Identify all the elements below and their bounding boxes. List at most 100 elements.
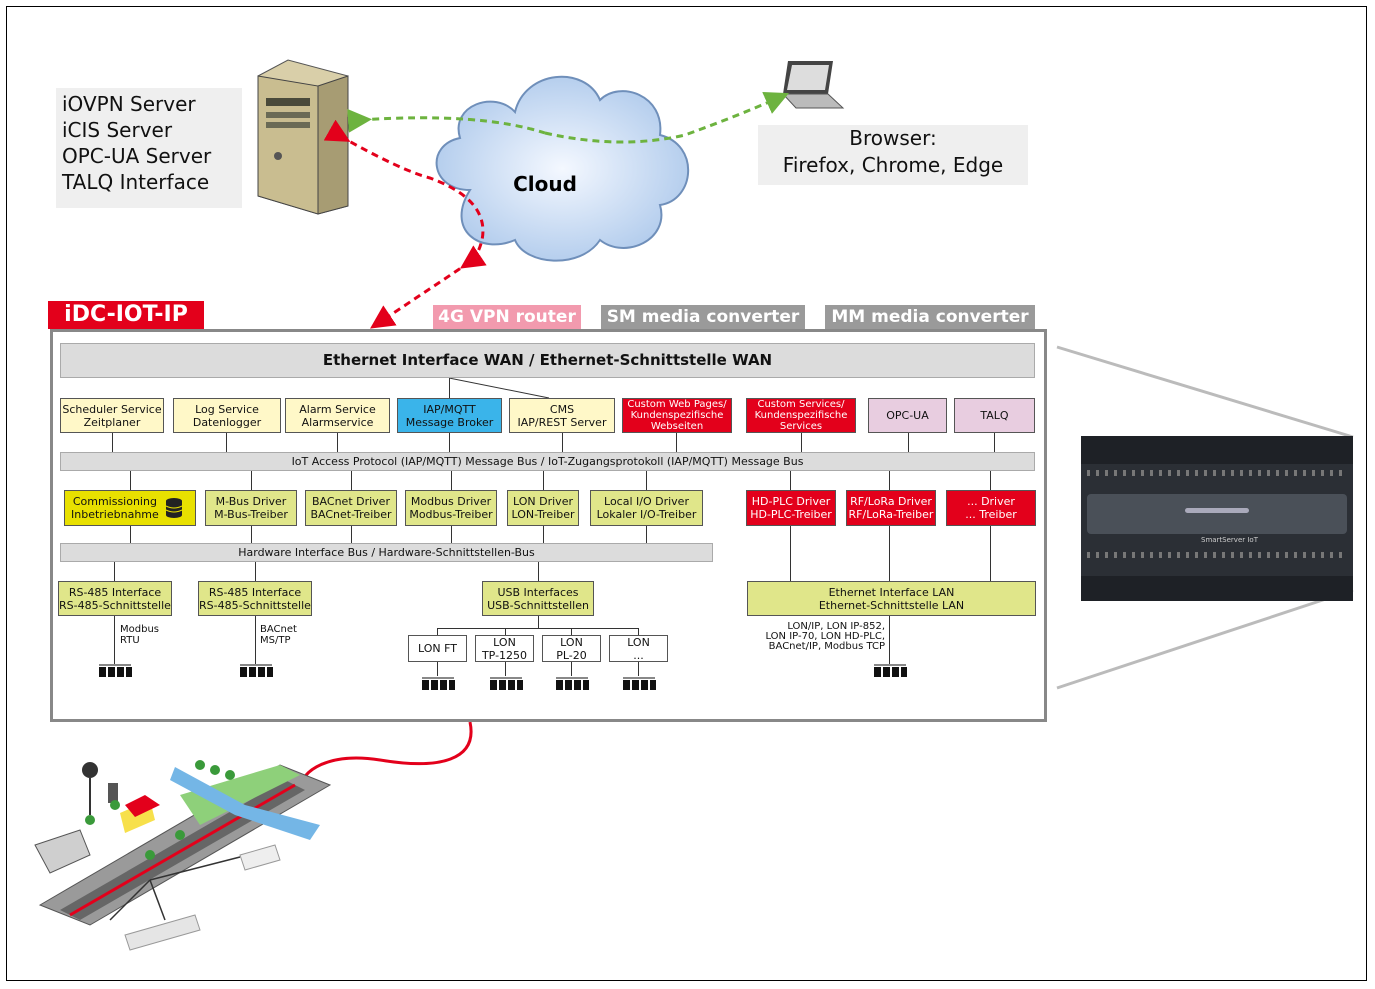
connector <box>251 471 252 491</box>
option-sm-converter: SM media converter <box>601 305 805 329</box>
smartserver-product-photo: SmartServer IoT <box>1081 436 1353 601</box>
option-mm-converter: MM media converter <box>825 305 1035 329</box>
network-nodes-icon <box>490 677 523 690</box>
network-nodes-icon <box>422 677 455 690</box>
device-cloud-link <box>370 245 487 329</box>
driver-modbus: Modbus Driver Modbus-Treiber <box>405 490 497 526</box>
zoom-line-bottom <box>1056 588 1354 690</box>
server-cloud-link <box>347 108 546 135</box>
service-custom-web-pages: Custom Web Pages/ Kundenspezifische Webs… <box>622 398 732 433</box>
connector <box>571 628 572 636</box>
park-area <box>180 765 300 825</box>
service-opc-ua: OPC-UA <box>868 398 947 433</box>
service-talq: TALQ <box>954 398 1035 433</box>
database-icon <box>165 498 183 518</box>
service-custom-services: Custom Services/ Kundenspezifische Servi… <box>746 398 856 433</box>
photo-front-panel <box>1087 494 1347 534</box>
interface-ethernet-lan: Ethernet Interface LAN Ethernet-Schnitts… <box>747 581 1036 616</box>
connector <box>790 471 791 491</box>
server-list: iOVPN Server iCIS Server OPC-UA Server T… <box>56 88 242 208</box>
connector <box>130 471 131 491</box>
connector <box>543 471 544 491</box>
usb-device-lon-pl20: LON PL-20 <box>542 635 601 662</box>
service-cms: CMS IAP/REST Server <box>509 398 615 433</box>
driver-lon: LON Driver LON-Treiber <box>507 490 579 526</box>
connector <box>251 526 252 543</box>
connector <box>351 471 352 491</box>
house-roof <box>125 795 160 817</box>
connector <box>449 378 550 399</box>
connector <box>130 526 131 543</box>
interface-rs485-2: RS-485 Interface RS-485-Schnittstelle <box>198 581 312 616</box>
network-nodes-icon <box>99 664 132 677</box>
connector <box>889 526 890 582</box>
luminaire-controller <box>239 844 281 871</box>
lan-protocols: LON/IP, LON IP-852, LON IP-70, LON HD-PL… <box>765 621 885 652</box>
connector <box>112 432 113 452</box>
option-4g-router: 4G VPN router <box>433 305 581 329</box>
hardware-bus: Hardware Interface Bus / Hardware-Schnit… <box>60 543 713 562</box>
photo-vents-top <box>1087 470 1347 476</box>
connector <box>437 628 438 636</box>
usb-device-lon-more: LON ... <box>609 635 668 662</box>
connector <box>638 628 639 636</box>
station-building <box>34 829 91 874</box>
driver-mbus: M-Bus Driver M-Bus-Treiber <box>205 490 297 526</box>
device-title: iDC-IOT-IP <box>48 301 204 329</box>
connector <box>990 471 991 491</box>
connector <box>505 628 506 636</box>
zoom-line-top <box>1056 345 1354 439</box>
driver-local-io: Local I/O Driver Lokaler I/O-Treiber <box>590 490 703 526</box>
interface-rs485-1: RS-485 Interface RS-485-Schnittstelle <box>58 581 172 616</box>
connector <box>437 628 638 629</box>
connector <box>114 616 115 664</box>
connector <box>676 432 677 452</box>
photo-led-strip <box>1185 508 1249 513</box>
cloud-browser-link <box>544 91 789 144</box>
connector <box>646 471 647 491</box>
connector <box>790 526 791 582</box>
connector <box>226 432 227 452</box>
server-line: OPC-UA Server <box>62 144 212 168</box>
commissioning-block: Commissioning Inbetriebnahme <box>64 490 196 526</box>
connector <box>451 471 452 491</box>
connector <box>451 526 452 543</box>
connector <box>571 662 572 676</box>
network-nodes-icon <box>874 664 907 677</box>
connector <box>990 526 991 582</box>
service-alarm: Alarm Service Alarmservice <box>285 398 390 433</box>
cloud-label: Cloud <box>513 172 577 196</box>
connector <box>646 526 647 543</box>
interface-usb: USB Interfaces USB-Schnittstellen <box>482 581 594 616</box>
server-line: iCIS Server <box>62 118 173 142</box>
connector <box>538 616 539 628</box>
connector <box>505 662 506 676</box>
wan-bus: Ethernet Interface WAN / Ethernet-Schnit… <box>60 343 1035 378</box>
driver-hd-plc: HD-PLC Driver HD-PLC-Treiber <box>746 490 836 526</box>
connector <box>994 432 995 452</box>
connector <box>638 662 639 676</box>
usb-device-lon-ft: LON FT <box>408 635 467 662</box>
street-lighting-illustration <box>34 760 332 951</box>
connector <box>538 562 539 582</box>
diagram-frame <box>6 6 1367 981</box>
connector <box>908 432 909 452</box>
photo-bottom-rail <box>1081 576 1353 601</box>
connector <box>337 432 338 452</box>
connector <box>255 562 256 582</box>
photo-vents-bottom <box>1087 552 1347 558</box>
driver-generic: ... Driver ... Treiber <box>946 490 1036 526</box>
connector <box>801 432 802 452</box>
connector <box>889 471 890 491</box>
server-icon <box>257 59 349 215</box>
segment-controller <box>124 914 201 951</box>
connector <box>437 662 438 676</box>
network-nodes-icon <box>240 664 273 677</box>
network-nodes-icon <box>556 677 589 690</box>
browser-box: Browser: Firefox, Chrome, Edge <box>758 125 1028 185</box>
driver-bacnet: BACnet Driver BACnet-Treiber <box>305 490 397 526</box>
connector <box>449 432 450 452</box>
service-log: Log Service Datenlogger <box>173 398 281 433</box>
driver-rf-lora: RF/LoRa Driver RF/LoRa-Treiber <box>846 490 936 526</box>
service-mqtt-broker: IAP/MQTT Message Broker <box>397 398 502 433</box>
